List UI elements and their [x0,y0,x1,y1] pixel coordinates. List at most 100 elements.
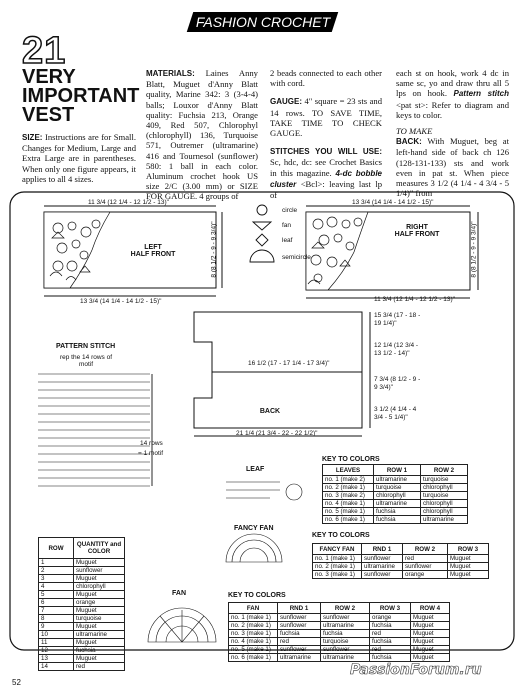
table-cell: turquoise [73,614,125,623]
table-cell: Muguet [410,637,450,646]
table-cell: sunflower [320,613,370,622]
materials-paragraph: MATERIALS: Laines Anny Blatt, Muguet d'A… [146,68,258,202]
fan-label: FAN [172,590,186,597]
right-front-side-dim: 8 (8 1/2 - 9 - 9 3/4)" [470,221,478,278]
back-bottom-dim: 21 1/4 (21 3/4 - 22 - 22 1/2)" [236,430,318,437]
table-cell: no. 3 (make 1) [228,629,278,638]
table-cell: sunflower [73,566,125,575]
pattern-number: 21 [21,29,67,73]
left-front-label-2: HALF FRONT [130,251,176,258]
pattern-stitch-chart [38,373,153,487]
table-cell: no. 2 (make 1) [312,562,362,571]
back-heading: BACK: [396,137,422,147]
table-cell: fuchsia [373,507,421,516]
table-cell: fuchsia [369,621,411,630]
table-cell: no. 5 (make 1) [228,645,278,654]
table-cell: no. 6 (make 1) [322,515,374,524]
pattern-stitch-repeat: rep the 14 rows of motif [59,354,113,368]
table-cell: chlorophyll [373,491,421,500]
leaf-key-h1: ROW 1 [373,464,421,476]
motif-legend-shapes [249,204,275,263]
row-col-header: ROW [38,537,74,559]
leaf-key-table: LEAVES ROW 1 ROW 2 no. 1 (make 2)ultrama… [322,464,468,524]
table-cell: 4 [38,582,74,591]
table-cell: Muguet [410,613,450,622]
right-front-label-2: HALF FRONT [394,231,440,238]
size-text: Instructions are for Small. Changes for … [22,132,136,184]
back-inner-dim: 16 1/2 (17 - 17 1/4 - 17 3/4)" [248,360,330,367]
materials-text: Laines Anny Blatt, Muguet d'Anny Blatt q… [146,68,258,202]
table-cell: ultramarine [320,653,370,662]
table-cell: ultramarine [277,653,321,662]
fancy-fan-key-h0: FANCY FAN [312,543,362,555]
left-front-bottom-dim: 13 3/4 (14 1/4 - 14 1/2 - 15)" [80,298,162,305]
table-cell: Muguet [410,621,450,630]
fan-key-h2: ROW 2 [320,602,370,614]
stitches-tail: <Bcl>: leaving last lp of [270,178,383,201]
table-cell: Muguet [73,654,125,663]
table-cell: fuchsia [369,653,411,662]
back-text: With Muguet, beg at left-hand side of ba… [396,136,509,199]
back-dim-2: 12 1/4 (12 3/4 - 13 1/2 - 14)" [374,342,419,357]
table-cell: fuchsia [73,646,125,655]
table-cell: red [402,554,448,563]
fan-key-table: FAN RND 1 ROW 2 ROW 3 ROW 4 no. 1 (make … [228,602,450,662]
table-cell: 7 [38,606,74,615]
fancy-fan-label: FANCY FAN [234,525,274,532]
table-cell: chlorophyll [420,483,468,492]
pattern-stitch-rows: 14 rows [140,440,163,447]
title-line-3: VEST [22,104,75,126]
gauge-heading: GAUGE: [270,97,302,107]
back-label: BACK [259,408,281,415]
motif-leaf-label: leaf [282,237,293,244]
left-front-top-dim: 11 3/4 (12 1/4 - 12 1/2 - 13)" [88,199,169,206]
table-cell: Muguet [73,574,125,583]
watermark: PassionForum.ru [350,662,482,679]
table-cell: 14 [38,662,74,671]
leaf-label: LEAF [246,466,265,473]
table-cell: sunflower [361,570,403,579]
right-front-top-dim: 13 3/4 (14 1/4 - 14 1/2 - 15)" [352,199,434,206]
table-cell: chlorophyll [420,499,468,508]
table-cell: Muguet [447,562,489,571]
table-cell: red [369,629,411,638]
leaf-key-h0: LEAVES [322,464,374,476]
table-cell: red [369,645,411,654]
table-cell: no. 1 (make 1) [312,554,362,563]
left-front-motifs [43,211,111,289]
table-cell: Muguet [73,590,125,599]
fan-key-h4: ROW 4 [410,602,450,614]
table-cell: 11 [38,638,74,647]
right-front-bottom-dim: 11 3/4 (12 1/4 - 12 1/2 - 13)" [374,296,455,303]
table-cell: 6 [38,598,74,607]
motif-fan-label: fan [282,222,292,229]
table-cell: 5 [38,590,74,599]
title-line-2: IMPORTANT [22,85,140,107]
table-cell: no. 4 (make 1) [322,499,374,508]
table-cell: sunflower [277,621,321,630]
table-cell: no. 4 (make 1) [228,637,278,646]
motif-circle-label: circle [282,207,298,214]
table-cell: Muguet [410,629,450,638]
title-line-1: VERY [22,66,76,88]
fancy-fan-key-table: FANCY FAN RND 1 ROW 2 ROW 3 no. 1 (make … [312,543,489,579]
table-cell: fuchsia [320,629,370,638]
fan-key-caption: KEY TO COLORS [228,592,286,599]
